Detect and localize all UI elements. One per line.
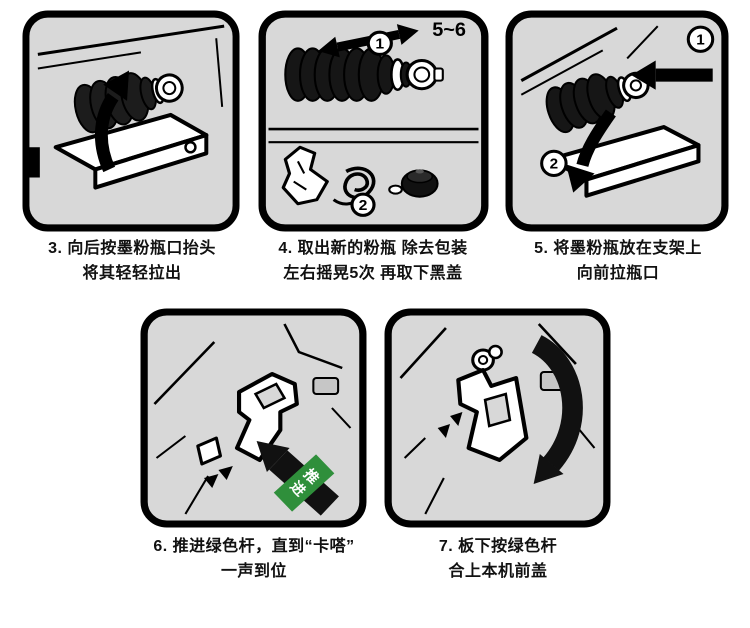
badge-1: 1 — [366, 30, 393, 56]
step4-panel: 1 5~6 2 — [258, 10, 489, 232]
step7-panel — [384, 308, 611, 528]
step5-caption: 5. 将墨粉瓶放在支架上 向前拉瓶口 — [498, 236, 738, 286]
badge-2-number: 2 — [550, 155, 558, 172]
step3-caption: 3. 向后按墨粉瓶口抬头 将其轻轻拉出 — [12, 236, 252, 286]
rotate-down-arrow-icon — [531, 335, 583, 484]
bottle-tray — [53, 112, 209, 190]
push-arrow-icon: 推 进 — [256, 441, 339, 516]
green-lever-illustration — [456, 344, 529, 462]
pull-down-arrow-icon — [566, 109, 616, 193]
step5-illustration: 1 2 — [505, 10, 729, 232]
panel-frame — [505, 10, 729, 232]
badge-2: 2 — [540, 149, 568, 178]
table-edge-lines — [268, 127, 479, 144]
wrapper-illustration — [281, 145, 329, 206]
caption-line: 一声到位 — [220, 563, 287, 580]
step4-illustration: 1 5~6 2 — [258, 10, 489, 232]
step6-panel: 推 进 — [140, 308, 367, 528]
caption-line: 将其轻轻拉出 — [82, 265, 182, 282]
machine-part — [312, 377, 340, 395]
green-lever-illustration — [196, 372, 299, 466]
shake-count-label: 5~6 — [432, 20, 466, 42]
toner-bottle-illustration — [284, 47, 444, 102]
black-cap-illustration — [388, 169, 439, 198]
step6-caption: 6. 推进绿色杆，直到“卡嗒” 一声到位 — [126, 534, 382, 584]
caption-line: 6. 推进绿色杆，直到“卡嗒” — [153, 538, 355, 555]
caption-line: 3. 向后按墨粉瓶口抬头 — [48, 240, 216, 257]
caption-line: 5. 将墨粉瓶放在支架上 — [534, 240, 702, 257]
machine-edge-lines — [520, 25, 659, 96]
badge-1-number: 1 — [375, 36, 384, 53]
caption-line: 4. 取出新的粉瓶 除去包装 — [278, 240, 468, 257]
step3-panel — [22, 10, 240, 232]
badge-1: 1 — [686, 25, 715, 53]
machine-edge-lines — [37, 24, 225, 107]
step5-panel: 1 2 — [505, 10, 729, 232]
caption-line: 向前拉瓶口 — [576, 265, 660, 282]
machine-interior-lines — [153, 323, 352, 515]
step3-illustration — [22, 10, 240, 232]
caption-line: 7. 板下按绿色杆 — [438, 538, 558, 555]
machine-interior-lines — [399, 323, 596, 515]
step7-caption: 7. 板下按绿色杆 合上本机前盖 — [370, 534, 626, 584]
badge-2: 2 — [350, 192, 376, 217]
step4-caption: 4. 取出新的粉瓶 除去包装 左右摇晃5次 再取下黑盖 — [244, 236, 502, 286]
click-motion-marks — [203, 466, 233, 488]
caption-line: 左右摇晃5次 再取下黑盖 — [283, 265, 463, 282]
step7-illustration — [384, 308, 611, 528]
badge-2-number: 2 — [359, 197, 368, 214]
panel-frame — [22, 10, 240, 232]
step6-illustration: 推 进 — [140, 308, 367, 528]
badge-1-number: 1 — [696, 31, 705, 48]
machine-slot — [27, 147, 40, 178]
push-arrow-green-band — [273, 454, 335, 512]
caption-line: 合上本机前盖 — [448, 563, 548, 580]
click-motion-marks — [437, 412, 463, 438]
insert-arrow-icon — [631, 60, 713, 90]
lift-arrow-icon — [94, 70, 130, 173]
toner-bottle-illustration — [545, 71, 650, 134]
